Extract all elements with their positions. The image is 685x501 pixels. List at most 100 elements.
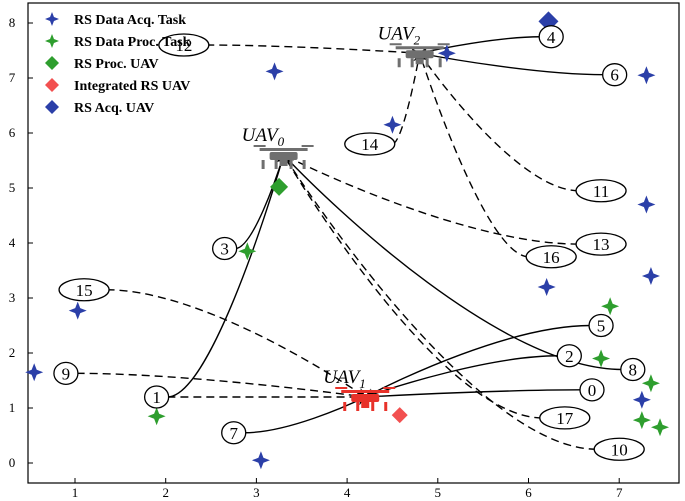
rs-data-proc-task-marker: [147, 407, 166, 426]
legend-item-1: RS Data Proc. Task: [45, 34, 191, 50]
task-label-7: 7: [221, 421, 247, 445]
task-label-14: 14: [344, 132, 396, 156]
rs-proc-uav-marker: [270, 177, 289, 196]
rs-data-proc-task-marker: [592, 349, 611, 368]
rs-data-acq-task-marker: [641, 267, 660, 285]
connection-0-to-uav1: [364, 389, 582, 402]
task-label-text: 8: [629, 361, 638, 380]
connection-17-to-uav0: [283, 154, 543, 419]
rs-data-proc-task-marker: [238, 242, 257, 261]
task-label-text: 14: [361, 135, 379, 154]
rs-data-acq-task-marker: [632, 390, 651, 409]
rs-data-acq-task-marker: [637, 66, 656, 85]
connection-15-to-uav1: [106, 289, 367, 398]
uav2-drone-icon: [389, 43, 450, 68]
x-tick-label: 6: [525, 485, 532, 500]
task-label-text: 17: [556, 409, 574, 428]
legend-label: Integrated RS UAV: [74, 79, 190, 94]
legend-label: RS Data Acq. Task: [74, 13, 186, 28]
task-label-text: 4: [547, 28, 556, 47]
x-tick-label: 4: [344, 485, 351, 500]
connection-11-to-uav2: [419, 52, 579, 192]
task-label-text: 6: [610, 66, 619, 85]
task-label-text: 7: [229, 424, 238, 443]
x-tick-label: 2: [162, 485, 169, 500]
uav2-label: UAV2: [378, 23, 421, 47]
legend-star-icon: [45, 12, 59, 26]
task-label-2: 2: [556, 344, 582, 368]
rs-data-proc-task-marker: [601, 297, 620, 316]
y-tick-label: 5: [9, 180, 16, 195]
rs-data-acq-task-marker: [437, 44, 456, 63]
rs-data-proc-task-marker: [651, 418, 670, 437]
legend-item-3: Integrated RS UAV: [45, 78, 190, 94]
connection-14-to-uav2: [391, 52, 423, 145]
legend-item-4: RS Acq. UAV: [45, 100, 154, 116]
task-label-text: 13: [593, 235, 610, 254]
legend: RS Data Acq. Task RS Data Proc. Task RS Pr…: [45, 12, 191, 116]
task-label-text: 0: [588, 381, 597, 400]
y-tick-label: 6: [9, 125, 16, 140]
uav1-drone-icon: [335, 387, 396, 411]
connection-12-to-uav2: [206, 44, 421, 58]
task-label-11: 11: [575, 179, 627, 203]
task-label-3: 3: [212, 236, 238, 261]
y-tick-label: 0: [9, 455, 16, 470]
uav1-label: UAV1: [323, 367, 366, 391]
task-label-17: 17: [539, 406, 591, 430]
task-label-10: 10: [593, 437, 645, 461]
task-label-text: 12: [175, 36, 192, 55]
x-tick-label: 3: [253, 485, 260, 500]
y-tick-label: 1: [9, 400, 16, 415]
legend-item-2: RS Proc. UAV: [45, 56, 159, 72]
uav0-drone-icon: [253, 145, 314, 169]
x-tick-label: 7: [616, 485, 623, 500]
task-label-4: 4: [538, 25, 564, 49]
integrated-rs-uav-marker: [391, 407, 408, 424]
rs-data-proc-task-marker: [641, 374, 660, 393]
rs-data-acq-task-marker: [637, 195, 656, 214]
task-label-12: 12: [158, 33, 210, 57]
task-label-8: 8: [620, 357, 646, 382]
uav0-label: UAV0: [242, 125, 285, 149]
x-tick-label: 1: [72, 485, 79, 500]
task-label-text: 10: [611, 440, 628, 459]
task-label-16: 16: [525, 245, 577, 269]
task-label-text: 3: [220, 240, 229, 259]
legend-diamond-icon: [45, 100, 59, 114]
legend-diamond-icon: [45, 78, 59, 92]
task-label-text: 1: [152, 388, 161, 407]
y-tick-label: 2: [9, 345, 16, 360]
task-label-5: 5: [588, 313, 614, 338]
connection-10-to-uav0: [283, 154, 597, 450]
task-label-text: 11: [593, 182, 609, 201]
rs-data-proc-task-marker: [632, 411, 651, 430]
task-label-13: 13: [575, 232, 627, 256]
task-label-9: 9: [53, 361, 79, 386]
connection-1-to-uav0: [167, 154, 286, 398]
y-tick-label: 4: [9, 235, 16, 250]
task-label-15: 15: [58, 278, 110, 302]
task-label-1: 1: [143, 385, 170, 409]
legend-label: RS Data Proc. Task: [74, 35, 191, 50]
connection-7-to-uav1: [244, 396, 367, 434]
rs-data-acq-task-marker: [383, 115, 402, 134]
y-tick-label: 8: [9, 15, 16, 30]
connection-13-to-uav0: [282, 154, 579, 245]
task-label-text: 16: [543, 248, 560, 267]
rs-data-acq-task-marker: [265, 62, 284, 81]
y-tick-label: 3: [9, 290, 16, 305]
rs-data-acq-task-marker: [68, 301, 87, 320]
task-label-0: 0: [579, 378, 605, 402]
legend-label: RS Proc. UAV: [74, 57, 159, 72]
x-tick-label: 5: [435, 485, 442, 500]
rs-data-acq-task-marker: [537, 278, 556, 296]
task-label-text: 15: [76, 281, 93, 300]
connection-9-to-uav1: [76, 372, 367, 401]
task-label-text: 5: [597, 317, 606, 336]
y-tick-label: 7: [9, 70, 16, 85]
